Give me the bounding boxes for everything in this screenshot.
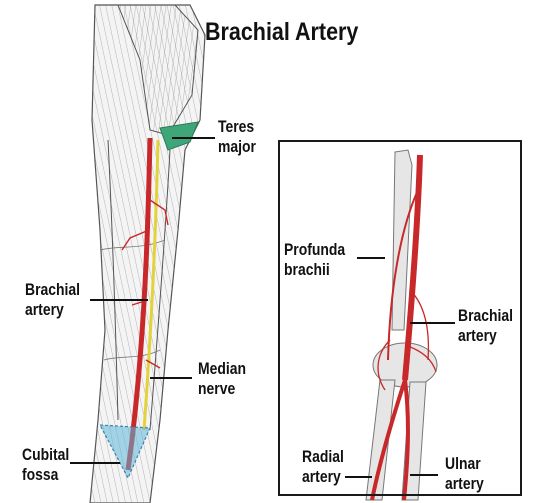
teres-major-muscle [159,121,199,151]
label-profunda-brachii: Profunda brachii [284,240,346,279]
label-radial-artery: Radial artery [302,447,344,486]
median-nerve [142,139,160,431]
label-ulnar-artery: Ulnar artery [445,454,484,493]
inset-arteries [370,154,437,501]
label-brachial-artery-left: Brachial artery [25,280,81,319]
cubital-fossa-region [98,424,151,480]
leader-lines-inset [345,257,455,478]
brachial-artery-left [125,137,153,471]
label-teres-major: Teres major [218,117,256,156]
diagram-title: Brachial Artery [205,18,359,46]
label-median-nerve: Median nerve [198,359,247,398]
label-brachial-artery-inset: Brachial artery [458,306,514,345]
inset-panel [278,140,522,496]
leader-lines-left [70,137,215,464]
label-cubital-fossa: Cubital fossa [22,445,70,484]
